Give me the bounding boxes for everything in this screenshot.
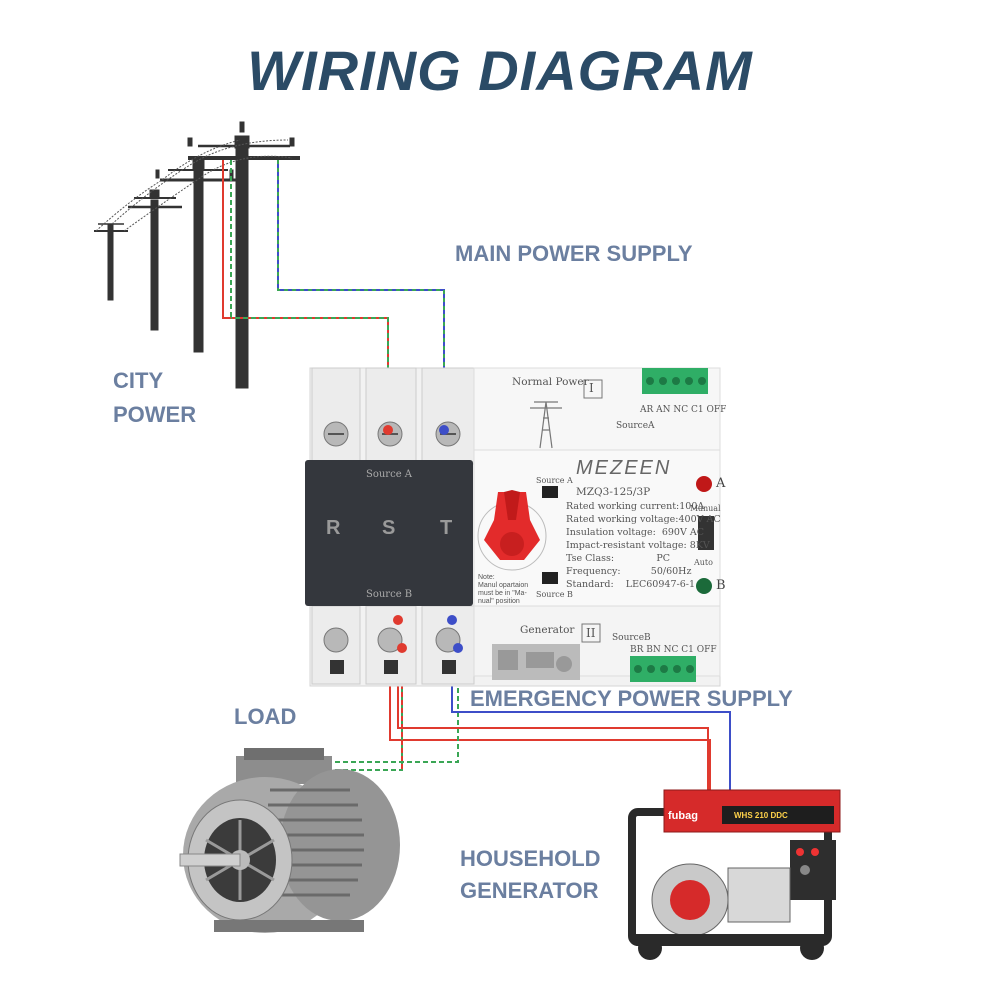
rotary-knob[interactable]: [477, 490, 547, 571]
household-generator-label-line2: GENERATOR: [460, 878, 599, 903]
household-generator-label-line1: HOUSEHOLD: [460, 846, 601, 871]
panel-source-a-label: Source A: [366, 469, 413, 480]
device-model: MZQ3-125/3P: [576, 486, 651, 498]
phase-r: R: [326, 517, 341, 539]
switch-source-b-label: Source B: [536, 590, 573, 599]
control-terminal-block-bottom: [630, 656, 696, 682]
device-specs: Rated working current:100A Rated working…: [566, 500, 721, 591]
device-source-b-bottom: SourceB: [612, 633, 651, 643]
device-generator-numeral: II: [586, 626, 596, 640]
spec-line: Rated working current:100A: [566, 501, 705, 512]
household-generator-icon: [628, 789, 841, 960]
generator-small-icon: [492, 644, 580, 680]
spec-line: Rated working voltage:400V AC: [566, 514, 721, 525]
device-normal-power: Normal Power: [512, 376, 589, 388]
device-generator-label: Generator: [520, 624, 575, 636]
device-normal-power-numeral: I: [589, 381, 594, 395]
emergency-power-supply-label: EMERGENCY POWER SUPPLY: [470, 686, 793, 711]
screw-terminals-top: [323, 421, 461, 447]
spec-line: Impact-resistant voltage: 8KV: [566, 540, 710, 551]
spec-line: Standard: LEC60947-6-1: [566, 579, 695, 590]
phase-t: T: [440, 517, 453, 539]
city-power-label-line2: POWER: [113, 402, 197, 427]
generator-brand: fubag: [668, 810, 698, 822]
ats-switch-device: [305, 367, 721, 687]
electric-motor-icon: [179, 748, 400, 933]
screw-terminals-bottom: [323, 615, 463, 674]
manual-auto-switch[interactable]: [698, 516, 714, 550]
auto-label: Auto: [694, 558, 713, 567]
wire-main-blue-green: [277, 160, 445, 430]
panel-source-b-label: Source B: [366, 589, 413, 600]
city-power-label-line1: CITY: [113, 368, 164, 393]
phase-s: S: [382, 517, 396, 539]
spec-line: Tse Class: PC: [566, 553, 671, 564]
spec-line: Insulation voltage: 690V AC: [566, 527, 704, 538]
switch-source-a-label: Source A: [536, 476, 573, 485]
device-source-a-top: SourceA: [616, 421, 655, 431]
pylon-icon: [530, 401, 562, 449]
indicator-a-led: [696, 476, 712, 492]
diagram-title: WIRING DIAGRAM: [247, 39, 753, 102]
load-label: LOAD: [234, 704, 297, 729]
device-terminals-top: AR AN NC C1 OFF: [640, 405, 727, 415]
indicator-a-label: A: [716, 476, 726, 491]
generator-model: WHS 210 DDC: [734, 811, 788, 820]
overhead-lines: [95, 139, 293, 232]
utility-poles-icon: [94, 121, 300, 389]
wire-load-green-2: [335, 648, 459, 763]
main-power-supply-label: MAIN POWER SUPPLY: [455, 241, 693, 266]
manual-label: Manual: [690, 504, 721, 513]
indicator-b-label: B: [716, 578, 726, 593]
device-terminals-bottom: BR BN NC C1 OFF: [630, 645, 717, 655]
device-brand: MEZEEN: [576, 457, 672, 479]
indicator-b-led: [696, 578, 712, 594]
spec-line: Frequency: 50/60Hz: [566, 566, 692, 577]
wire-load-red: [389, 648, 711, 800]
control-terminal-block-top: [642, 368, 708, 394]
device-note: Note: Manul opartaion must be in "Ma- nu…: [478, 574, 529, 605]
